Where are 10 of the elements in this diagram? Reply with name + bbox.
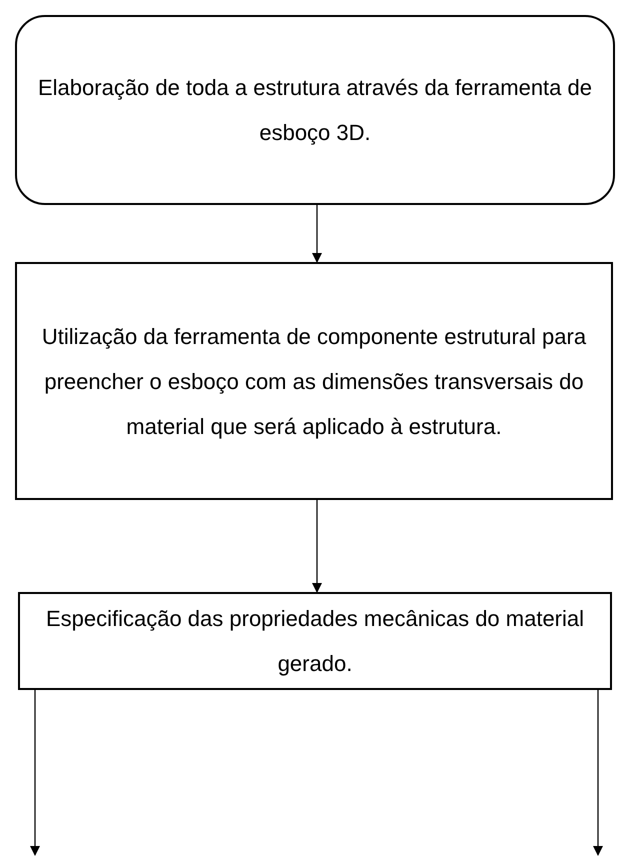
arrow — [312, 500, 322, 593]
arrow — [30, 690, 40, 856]
process-box — [18, 592, 612, 690]
process-box — [15, 262, 613, 500]
box-text: Elaboração de toda a estrutura através da ferramenta de esboço 3D. — [36, 74, 593, 147]
box-text: Utilização da ferramenta de componente estrutural para preencher o esboço com as dimensões transversais do material que será aplicado à estrutura. — [40, 322, 588, 441]
arrow — [593, 690, 603, 856]
box-text: Especificação das propriedades mecânicas do material gerado. — [44, 605, 586, 678]
arrow — [312, 205, 322, 263]
rounded-process-box — [15, 15, 615, 205]
